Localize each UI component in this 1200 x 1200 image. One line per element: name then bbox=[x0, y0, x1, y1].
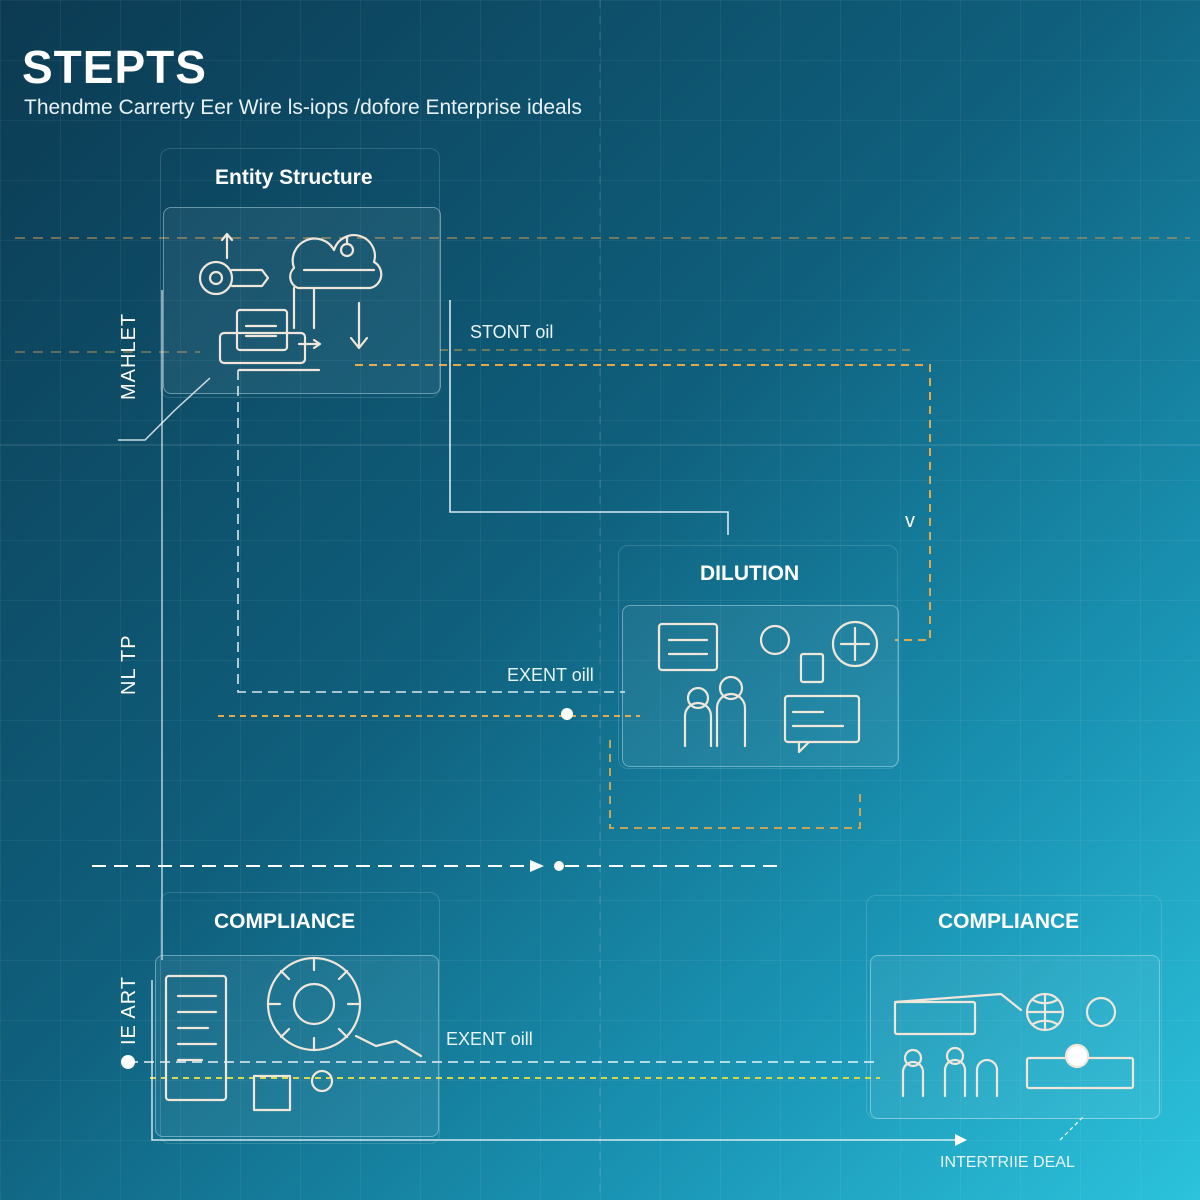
chat-icon bbox=[783, 694, 861, 744]
svg-text:v: v bbox=[905, 510, 915, 532]
sync-icon bbox=[1085, 996, 1117, 1028]
clock-icon bbox=[831, 620, 879, 668]
interprise-label: INTERTRIIE DEAL bbox=[940, 1154, 1075, 1171]
dilution-panel-frame bbox=[618, 545, 898, 769]
arrow-down-icon bbox=[349, 301, 369, 350]
wrench-icon bbox=[759, 624, 791, 656]
cloud-icon bbox=[289, 234, 383, 290]
side-label-top: MAHLET bbox=[118, 312, 140, 400]
entity-panel[interactable] bbox=[163, 207, 441, 394]
monitor-icon bbox=[657, 622, 719, 672]
compliance-right-title: COMPLIANCE bbox=[938, 910, 1080, 933]
side-label-low: IE ART bbox=[118, 976, 140, 1045]
compliance-right-panel[interactable] bbox=[870, 955, 1160, 1119]
entity-icons bbox=[198, 232, 383, 372]
exent-mid-label: EXENT oill bbox=[507, 665, 594, 685]
side-label-mid: NL TP bbox=[118, 634, 140, 695]
gear-icon bbox=[198, 260, 234, 296]
clipboard-icon bbox=[164, 974, 228, 1102]
building-icon bbox=[893, 1000, 977, 1036]
entity-title: Entity Structure bbox=[215, 166, 373, 189]
compliance-right-frame bbox=[866, 895, 1162, 1119]
compliance-left-title: COMPLIANCE bbox=[214, 910, 356, 933]
compliance-left-panel[interactable] bbox=[155, 955, 439, 1137]
compliance-left-frame bbox=[160, 892, 440, 1144]
dilution-title: DILUTION bbox=[700, 562, 800, 585]
stont-label: STONT oil bbox=[470, 322, 554, 342]
exent-low-label: EXENT oill bbox=[446, 1029, 533, 1049]
page-subtitle: Thendme Carrerty Eer Wire ls-iops /dofor… bbox=[24, 96, 582, 119]
dilution-icons bbox=[657, 620, 879, 754]
person-icon bbox=[686, 686, 710, 710]
page-title: STEPTS bbox=[22, 41, 207, 93]
dilution-panel[interactable] bbox=[622, 605, 899, 767]
document-icon bbox=[235, 308, 289, 352]
people-icon bbox=[903, 1048, 923, 1068]
compliance-left-icons bbox=[164, 956, 423, 1112]
compliance-right-icons bbox=[893, 992, 1135, 1098]
shopping-bag-icon bbox=[252, 1074, 292, 1112]
entity-panel-frame bbox=[160, 148, 440, 398]
